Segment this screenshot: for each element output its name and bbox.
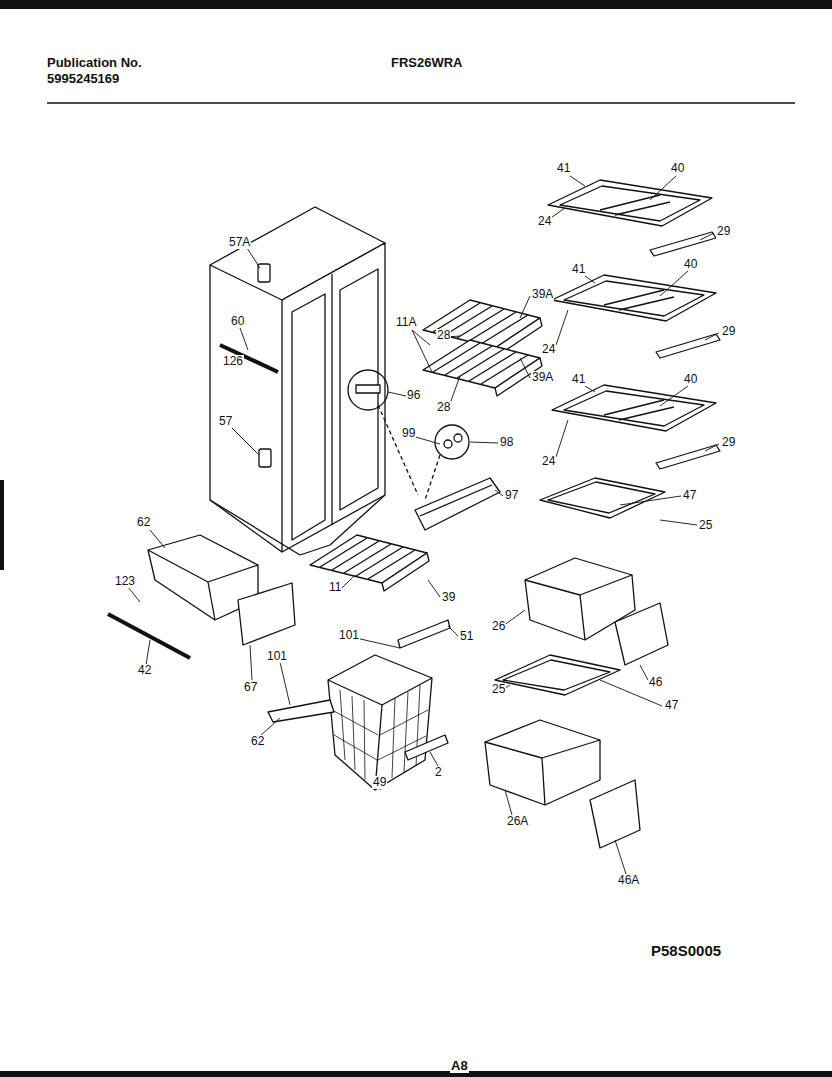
callout-number: 40 bbox=[683, 258, 698, 271]
callout-number: 101 bbox=[266, 650, 288, 663]
callout-number: 40 bbox=[670, 162, 685, 175]
callout-number: 11A bbox=[395, 316, 417, 329]
callout-number: 26 bbox=[491, 620, 506, 633]
callout-number: 47 bbox=[664, 699, 679, 712]
callout-number: 57A bbox=[228, 236, 251, 249]
callout-number: 42 bbox=[137, 664, 152, 677]
callout-number: 97 bbox=[504, 489, 519, 502]
callout-number: 39 bbox=[441, 591, 456, 604]
page-number: A8 bbox=[450, 1058, 469, 1073]
callout-number: 29 bbox=[716, 225, 731, 238]
callout-number: 41 bbox=[571, 263, 586, 276]
callout-number: 29 bbox=[721, 436, 736, 449]
figure-code: P58S0005 bbox=[650, 944, 722, 957]
callout-number: 46 bbox=[648, 676, 663, 689]
callout-number: 101 bbox=[338, 629, 360, 642]
callout-number: 41 bbox=[556, 162, 571, 175]
callout-number: 123 bbox=[114, 575, 136, 588]
callout-number: 60 bbox=[230, 315, 245, 328]
callout-number: 28 bbox=[436, 401, 451, 414]
callout-number: 126 bbox=[222, 355, 244, 368]
callout-number: 40 bbox=[683, 373, 698, 386]
callout-number: 96 bbox=[406, 389, 421, 402]
callout-number: 29 bbox=[721, 325, 736, 338]
callout-number: 47 bbox=[682, 489, 697, 502]
callout-number: 67 bbox=[243, 681, 258, 694]
callout-number: 24 bbox=[541, 343, 556, 356]
callout-number: 24 bbox=[541, 455, 556, 468]
callout-number: 11 bbox=[328, 581, 342, 594]
callout-number: 49 bbox=[372, 776, 387, 789]
callout-number: 25 bbox=[491, 683, 506, 696]
model-number: FRS26WRA bbox=[390, 55, 464, 70]
callout-number: 28 bbox=[436, 329, 451, 342]
callout-number: 2 bbox=[434, 766, 443, 779]
publication-info: Publication No. bbox=[46, 55, 143, 70]
callout-number: 62 bbox=[250, 735, 265, 748]
callout-number: 26A bbox=[506, 815, 529, 828]
callout-number: 98 bbox=[499, 436, 514, 449]
callout-number: 39A bbox=[531, 371, 554, 384]
callout-number: 62 bbox=[136, 516, 151, 529]
callout-number: 51 bbox=[459, 630, 474, 643]
callout-number: 24 bbox=[537, 215, 552, 228]
publication-info: 5995245169 bbox=[46, 71, 120, 86]
callout-number: 39A bbox=[531, 288, 554, 301]
callout-number: 41 bbox=[571, 373, 586, 386]
callout-number: 46A bbox=[617, 874, 640, 887]
callout-number: 57 bbox=[218, 415, 233, 428]
callout-number: 25 bbox=[698, 519, 713, 532]
callout-number: 99 bbox=[401, 427, 416, 440]
